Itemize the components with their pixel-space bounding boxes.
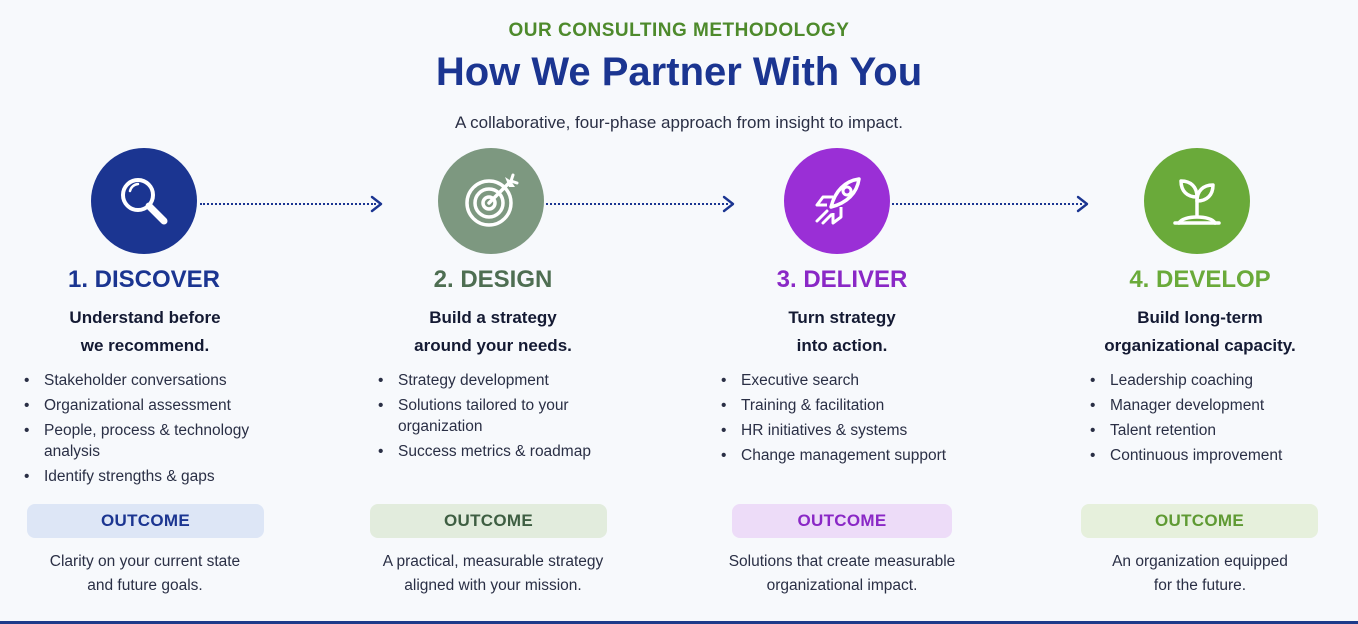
tagline-line: Understand before (69, 308, 221, 327)
list-item: Change management support (717, 445, 994, 466)
tagline-line: we recommend. (80, 336, 210, 355)
outcome-line: Clarity on your current state (49, 553, 241, 570)
list-item: Organizational assessment (20, 395, 290, 416)
list-item: Manager development (1086, 395, 1350, 416)
connector-1 (200, 203, 376, 205)
tagline-line: organizational capacity. (1104, 336, 1296, 355)
list-item: Leadership coaching (1086, 370, 1350, 391)
outcome-line: for the future. (1153, 577, 1247, 594)
tagline-line: into action. (796, 336, 888, 355)
outcome-description: An organization equipped for the future. (1050, 550, 1350, 598)
outcome-badge: OUTCOME (1081, 504, 1318, 538)
bullet-list: Executive search Training & facilitation… (717, 370, 994, 470)
phase-icon-circle (784, 148, 890, 254)
outcome-line: A practical, measurable strategy (382, 553, 604, 570)
tagline-line: Build a strategy (429, 308, 557, 327)
outcome-line: and future goals. (87, 577, 203, 594)
target-icon (465, 173, 519, 227)
rocket-icon (815, 177, 861, 225)
list-item: Executive search (717, 370, 994, 391)
arrow-right-icon (1076, 195, 1089, 213)
phase-title: 4. DEVELOP (1129, 266, 1271, 293)
list-item: People, process & technology analysis (20, 420, 290, 462)
sprout-icon (1173, 179, 1221, 225)
connector-2 (546, 203, 728, 205)
list-item: Identify strengths & gaps (20, 466, 290, 487)
list-item: Training & facilitation (717, 395, 994, 416)
page-subtitle: A collaborative, four-phase approach fro… (455, 113, 903, 132)
arrow-right-icon (370, 195, 383, 213)
outcome-badge: OUTCOME (370, 504, 607, 538)
phase-tagline: Turn strategy into action. (690, 304, 994, 360)
bullet-list: Leadership coaching Manager development … (1086, 370, 1350, 470)
list-item: Talent retention (1086, 420, 1350, 441)
list-item: Stakeholder conversations (20, 370, 290, 391)
outcome-badge: OUTCOME (27, 504, 264, 538)
list-item: Solutions tailored to your organization (374, 395, 634, 437)
eyebrow-label: OUR CONSULTING METHODOLOGY (508, 20, 850, 41)
phase-tagline: Understand before we recommend. (0, 304, 290, 360)
phase-tagline: Build long-term organizational capacity. (1050, 304, 1350, 360)
outcome-line: An organization equipped (1112, 553, 1288, 570)
tagline-line: Turn strategy (788, 308, 896, 327)
tagline-line: Build long-term (1137, 308, 1263, 327)
connector-3 (892, 203, 1082, 205)
list-item: HR initiatives & systems (717, 420, 994, 441)
arrow-right-icon (722, 195, 735, 213)
phase-tagline: Build a strategy around your needs. (340, 304, 646, 360)
outcome-line: Solutions that create measurable (728, 553, 956, 570)
list-item: Success metrics & roadmap (374, 441, 634, 462)
bullet-list: Stakeholder conversations Organizational… (20, 370, 290, 491)
phase-title: 2. DESIGN (433, 266, 553, 293)
magnifying-glass-icon (121, 178, 168, 225)
list-item: Strategy development (374, 370, 634, 391)
bottom-rule (0, 621, 1358, 624)
outcome-line: organizational impact. (766, 577, 918, 594)
list-item: Continuous improvement (1086, 445, 1350, 466)
phase-icon-circle (1144, 148, 1250, 254)
phase-icon-circle (91, 148, 197, 254)
phase-title: 3. DELIVER (776, 266, 908, 293)
bullet-list: Strategy development Solutions tailored … (374, 370, 634, 466)
outcome-description: Solutions that create measurable organiz… (690, 550, 994, 598)
outcome-description: Clarity on your current state and future… (0, 550, 290, 598)
outcome-description: A practical, measurable strategy aligned… (340, 550, 646, 598)
phase-icon-circle (438, 148, 544, 254)
phase-title: 1. DISCOVER (67, 266, 221, 293)
outcome-line: aligned with your mission. (404, 577, 582, 594)
tagline-line: around your needs. (414, 336, 572, 355)
outcome-badge: OUTCOME (732, 504, 952, 538)
page-title: How We Partner With You (435, 50, 923, 94)
